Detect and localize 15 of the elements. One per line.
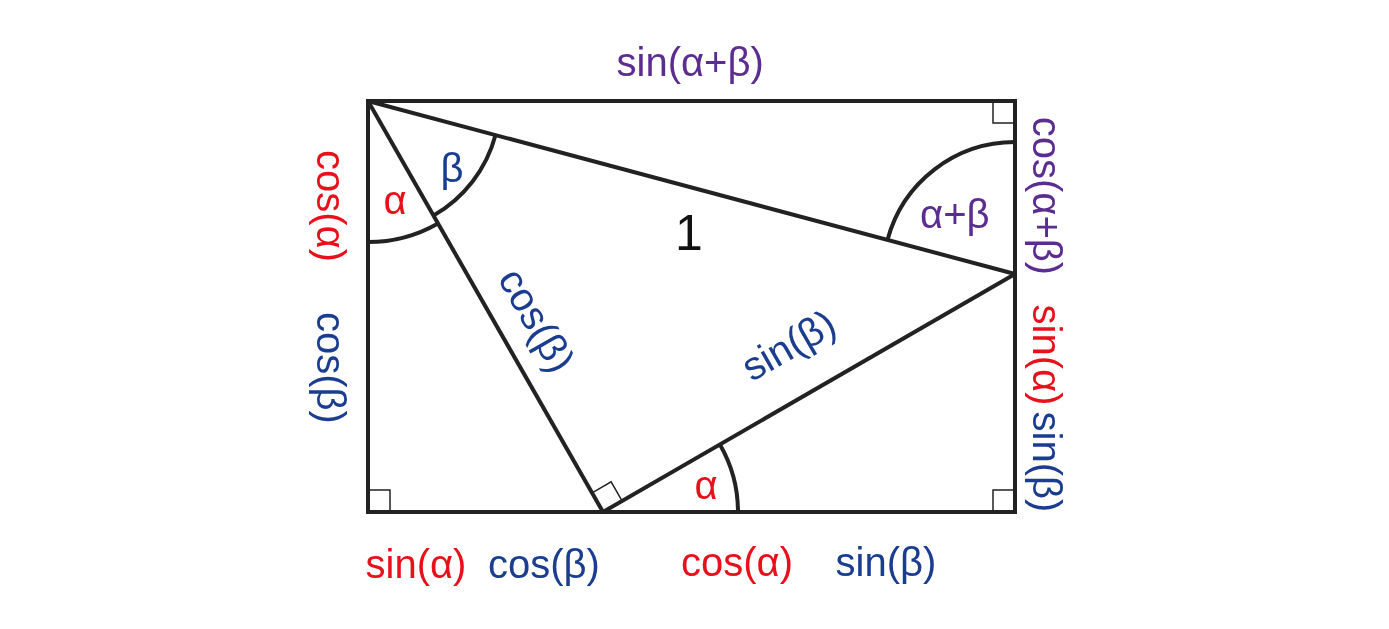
formula-label: sin(β) [835,542,937,582]
formula-label: sin(α+β) [616,42,764,82]
formula-label: cos(α) [681,542,793,582]
angle-label: α [694,465,718,505]
angle-label: α [383,180,407,220]
angle-label: α+β [920,194,990,234]
formula-label: cos(α) [311,150,351,262]
formula-label: cos(β) [310,312,351,424]
formula-label: sin(β) [1026,411,1067,513]
formula-label: sin(α) [1026,304,1067,406]
formula-label: cos(β) [488,544,600,584]
formula-label: sin(α) [365,544,467,584]
angle-label: β [440,148,464,188]
side-length-label: 1 [675,208,703,258]
formula-label: cos(α+β) [1027,116,1068,276]
